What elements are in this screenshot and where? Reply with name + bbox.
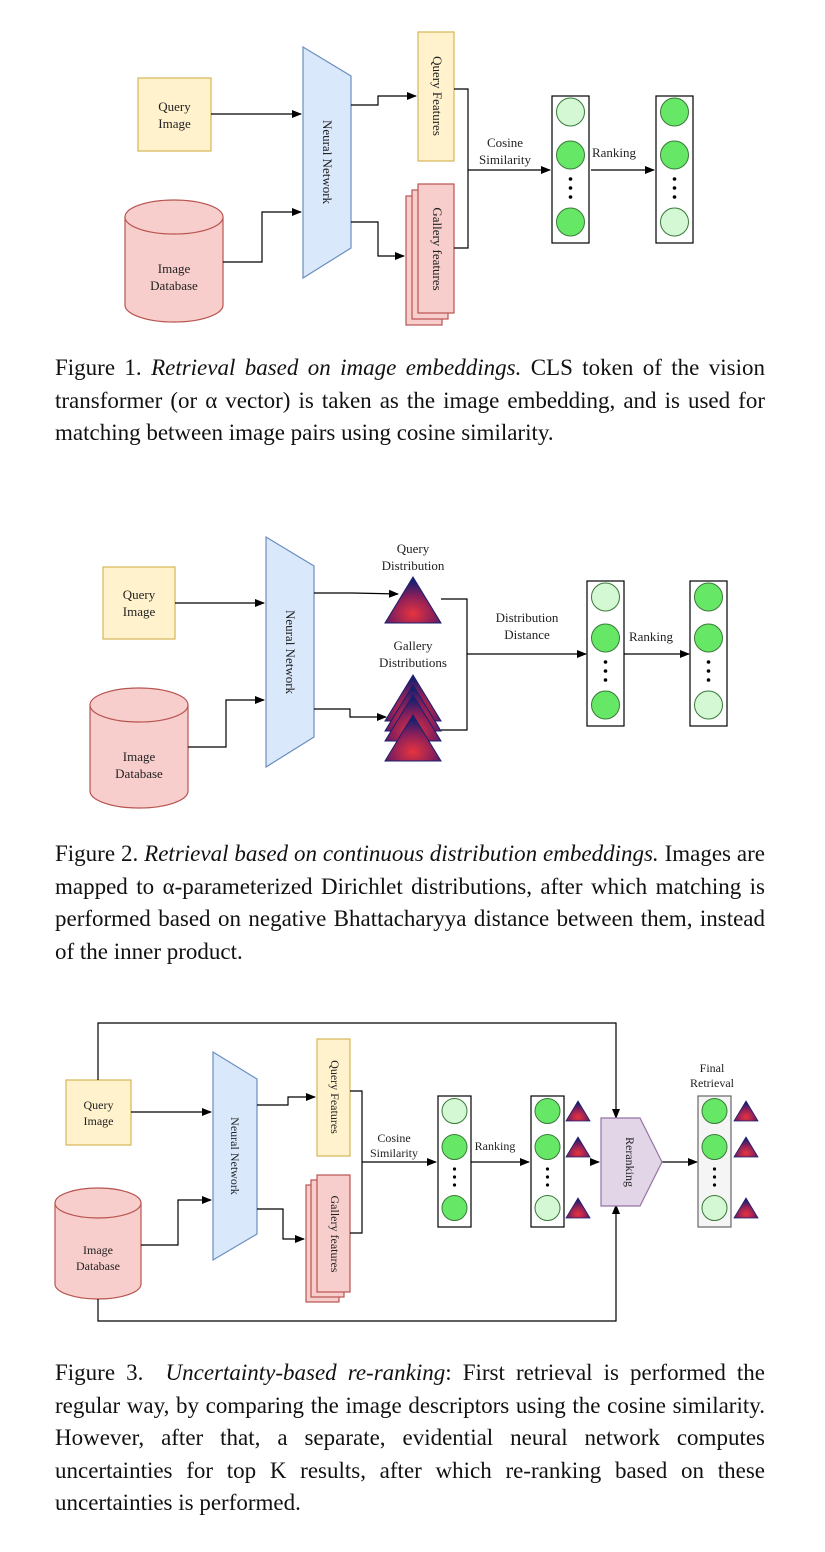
f1-query-image-label-1: Query	[158, 99, 191, 114]
figure-2-diagram: Query Image Image Database Neural Networ…	[89, 535, 728, 809]
f2-result-column-1	[586, 580, 625, 727]
f1-query-features: Query Features	[417, 31, 455, 162]
f2-result-column-2	[689, 580, 728, 727]
f2-image-database: Image Database	[89, 687, 189, 809]
f3-cosine-label-2: Similarity	[370, 1146, 418, 1160]
f1-gallery-features-label: Gallery features	[430, 207, 445, 290]
f3-query-features: Query Features	[316, 1038, 351, 1157]
f2-query-distribution-label-2: Distribution	[382, 558, 445, 573]
f3-image-database: Image Database	[54, 1187, 142, 1300]
f1-neural-network-label: Neural Network	[320, 120, 335, 205]
fig2-title: Retrieval based on continuous distributi…	[144, 841, 659, 866]
f2-distribution-distance-label-1: Distribution	[496, 610, 559, 625]
f3-ranking-label: Ranking	[475, 1139, 516, 1153]
f3-connectors	[97, 1022, 698, 1322]
f1-result-column-1	[551, 95, 590, 244]
f2-gallery-distributions-label-2: Distributions	[379, 655, 447, 670]
f1-connectors	[211, 88, 655, 263]
fig3-label: Figure 3.	[55, 1360, 144, 1385]
f1-query-image-label-2: Image	[158, 116, 191, 131]
fig2-body: Images are mapped to α-parameterized Dir…	[55, 841, 766, 964]
f2-image-database-label-1: Image	[123, 749, 156, 764]
f1-neural-network: Neural Network	[302, 45, 352, 280]
f3-image-database-label-2: Database	[76, 1259, 120, 1273]
fig3-title: Uncertainty-based re-ranking	[165, 1360, 446, 1385]
f1-gallery-features: Gallery features	[405, 183, 455, 326]
f3-uncertainty-triangles-1	[565, 1100, 591, 1219]
f1-cosine-label-1: Cosine	[487, 135, 523, 150]
f1-image-database-label-2: Database	[150, 278, 198, 293]
f3-neural-network: Neural Network	[212, 1050, 258, 1262]
fig1-body: CLS token of the vision transformer (or …	[55, 355, 765, 445]
f2-ranking-label: Ranking	[629, 629, 674, 644]
f1-image-database: Image Database	[124, 199, 224, 323]
figure-1-caption: Figure 1. Retrieval based on image embed…	[55, 352, 765, 450]
f3-gallery-features-label: Gallery features	[328, 1196, 342, 1273]
f3-final-retrieval-label-2: Retrieval	[690, 1076, 735, 1090]
f2-neural-network: Neural Network	[265, 535, 315, 769]
f3-reranking-label: Reranking	[623, 1137, 637, 1187]
f3-result-column-1	[437, 1095, 472, 1228]
fig1-title: Retrieval based on image embeddings.	[151, 355, 522, 380]
figure-2-caption: Figure 2. Retrieval based on continuous …	[55, 838, 765, 968]
f1-query-features-label: Query Features	[430, 56, 445, 136]
figure-3-caption: Figure 3. Uncertainty-based re-ranking: …	[55, 1357, 765, 1520]
f2-query-image-label-2: Image	[123, 604, 156, 619]
f3-reranking: Reranking	[600, 1117, 663, 1207]
f1-ranking-label: Ranking	[592, 145, 637, 160]
f3-query-features-label: Query Features	[328, 1060, 342, 1134]
f2-neural-network-label: Neural Network	[283, 610, 298, 695]
f3-query-image-label-2: Image	[84, 1114, 114, 1128]
f1-query-image-box: Query Image	[137, 77, 212, 152]
f3-gallery-features: Gallery features	[305, 1174, 351, 1303]
f2-gallery-distributions-label-1: Gallery	[394, 638, 433, 653]
f2-connectors	[175, 589, 690, 748]
f1-image-database-label-1: Image	[158, 261, 191, 276]
f2-query-distribution-triangle	[384, 576, 442, 624]
figure-1-diagram: Query Image Image Database Neural Networ…	[124, 31, 694, 326]
f3-uncertainty-triangles-2	[733, 1100, 759, 1219]
f2-gallery-distribution-triangles	[384, 674, 442, 762]
fig2-label: Figure 2.	[55, 841, 139, 866]
figure-3-diagram: Query Image Image Database Neural Networ…	[54, 1022, 759, 1322]
fig3-body: : First retrieval is performed the regul…	[55, 1360, 765, 1515]
f3-query-image-box: Query Image	[65, 1079, 132, 1146]
f3-image-database-label-1: Image	[83, 1243, 113, 1257]
f3-query-image-label-1: Query	[84, 1098, 114, 1112]
f2-image-database-label-2: Database	[115, 766, 163, 781]
fig1-label: Figure 1.	[55, 355, 142, 380]
f3-final-retrieval-label-1: Final	[700, 1061, 725, 1075]
f2-query-image-box: Query Image	[102, 566, 176, 640]
f2-query-distribution-label-1: Query	[397, 541, 430, 556]
f3-neural-network-label: Neural Network	[228, 1117, 242, 1195]
f2-distribution-distance-label-2: Distance	[504, 627, 550, 642]
f3-result-column-2	[530, 1095, 565, 1228]
f2-query-image-label-1: Query	[123, 587, 156, 602]
f3-cosine-label-1: Cosine	[377, 1131, 410, 1145]
f3-final-result-column	[697, 1095, 732, 1228]
f1-result-column-2	[655, 95, 694, 244]
f1-cosine-label-2: Similarity	[479, 152, 532, 167]
